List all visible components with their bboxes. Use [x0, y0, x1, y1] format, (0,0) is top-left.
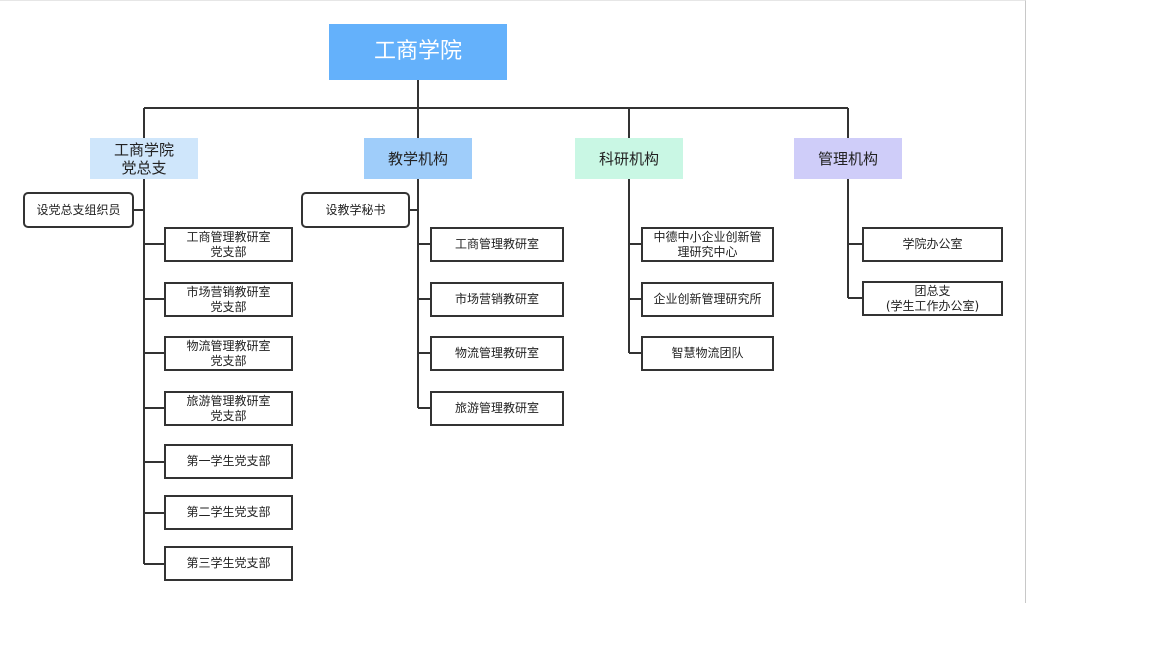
management-item-1: 学院办公室 — [862, 227, 1003, 262]
party-item-1: 工商管理教研室 党支部 — [164, 227, 293, 262]
teaching-item-3: 物流管理教研室 — [430, 336, 564, 371]
party-item-7: 第三学生党支部 — [164, 546, 293, 581]
party-item-5: 第一学生党支部 — [164, 444, 293, 479]
teaching-item-4: 旅游管理教研室 — [430, 391, 564, 426]
party-branch-header: 工商学院 党总支 — [90, 138, 198, 179]
root-node: 工商学院 — [329, 24, 507, 80]
teaching-branch-header: 教学机构 — [364, 138, 472, 179]
teaching-side-note: 设教学秘书 — [301, 192, 410, 228]
teaching-item-2: 市场营销教研室 — [430, 282, 564, 317]
research-item-2: 企业创新管理研究所 — [641, 282, 774, 317]
research-item-3: 智慧物流团队 — [641, 336, 774, 371]
research-item-1: 中德中小企业创新管 理研究中心 — [641, 227, 774, 262]
teaching-item-1: 工商管理教研室 — [430, 227, 564, 262]
org-chart: 工商学院 工商学院 党总支 设党总支组织员 工商管理教研室 党支部 市场营销教研… — [0, 0, 1026, 603]
management-item-2: 团总支 (学生工作办公室) — [862, 281, 1003, 316]
party-side-note: 设党总支组织员 — [23, 192, 134, 228]
party-item-6: 第二学生党支部 — [164, 495, 293, 530]
connector-lines — [133, 80, 862, 565]
research-branch-header: 科研机构 — [575, 138, 683, 179]
party-item-3: 物流管理教研室 党支部 — [164, 336, 293, 371]
party-item-4: 旅游管理教研室 党支部 — [164, 391, 293, 426]
management-branch-header: 管理机构 — [794, 138, 902, 179]
party-item-2: 市场营销教研室 党支部 — [164, 282, 293, 317]
